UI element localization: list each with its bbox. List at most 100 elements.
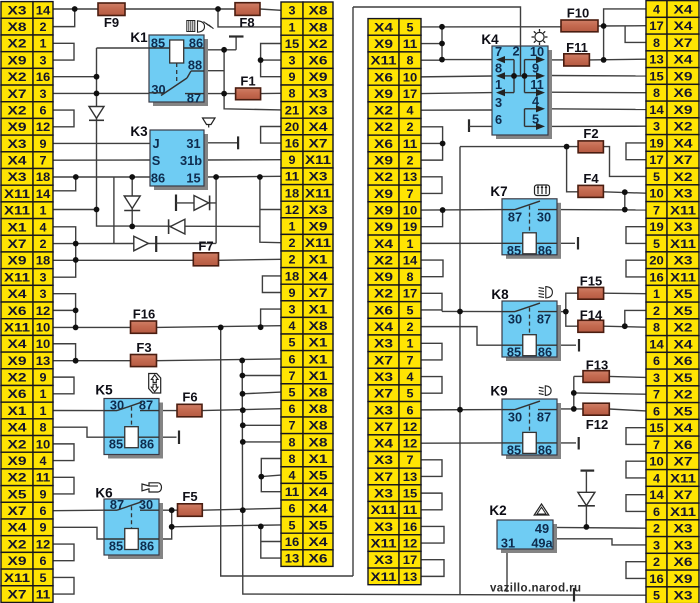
svg-text:X2: X2: [374, 287, 393, 301]
svg-text:F11: F11: [566, 40, 588, 55]
svg-text:X4: X4: [674, 19, 693, 33]
svg-text:86: 86: [189, 36, 203, 51]
svg-text:7: 7: [289, 419, 296, 433]
svg-text:16: 16: [36, 70, 51, 84]
svg-text:X4: X4: [374, 320, 393, 334]
svg-text:X11: X11: [670, 270, 696, 284]
svg-text:13: 13: [649, 53, 664, 67]
svg-text:F6: F6: [182, 390, 197, 405]
svg-text:12: 12: [403, 536, 418, 550]
svg-text:X8: X8: [309, 4, 328, 18]
svg-text:K5: K5: [95, 383, 113, 398]
svg-text:9: 9: [289, 286, 296, 300]
svg-text:X9: X9: [374, 154, 393, 168]
svg-text:9: 9: [289, 153, 296, 167]
svg-text:3: 3: [653, 538, 660, 552]
svg-text:17: 17: [403, 553, 418, 567]
svg-text:X6: X6: [374, 137, 393, 151]
svg-text:X4: X4: [674, 421, 693, 435]
svg-text:X6: X6: [309, 552, 328, 566]
svg-text:16: 16: [403, 520, 418, 534]
svg-text:7: 7: [653, 438, 660, 452]
svg-text:2: 2: [512, 44, 519, 59]
svg-text:18: 18: [36, 170, 51, 184]
svg-text:17: 17: [649, 153, 664, 167]
svg-text:5: 5: [407, 303, 414, 317]
svg-text:87: 87: [139, 397, 153, 412]
svg-text:X1: X1: [309, 303, 328, 317]
svg-text:9: 9: [532, 61, 539, 76]
svg-text:F3: F3: [136, 340, 151, 355]
svg-text:X9: X9: [374, 203, 393, 217]
svg-text:7: 7: [653, 388, 660, 402]
svg-text:86: 86: [538, 243, 552, 258]
svg-text:3: 3: [289, 303, 296, 317]
svg-text:9: 9: [40, 371, 47, 385]
svg-text:6: 6: [40, 504, 47, 518]
svg-text:5: 5: [289, 518, 296, 532]
svg-text:X3: X3: [8, 3, 27, 17]
svg-text:3: 3: [40, 270, 47, 284]
svg-text:X11: X11: [371, 536, 397, 550]
svg-text:X11: X11: [670, 471, 696, 485]
svg-text:X7: X7: [374, 470, 393, 484]
svg-text:vazillo.narod.ru: vazillo.narod.ru: [490, 583, 581, 595]
svg-text:3: 3: [40, 53, 47, 67]
svg-text:S: S: [152, 153, 161, 168]
svg-text:4: 4: [653, 471, 660, 485]
svg-text:X6: X6: [674, 86, 693, 100]
svg-text:X9: X9: [674, 572, 693, 586]
svg-text:16: 16: [649, 572, 664, 586]
svg-text:X9: X9: [374, 87, 393, 101]
svg-text:1: 1: [289, 220, 296, 234]
svg-text:5: 5: [653, 170, 660, 184]
svg-text:X7: X7: [674, 36, 693, 50]
svg-text:X8: X8: [309, 20, 328, 34]
svg-text:3: 3: [495, 95, 502, 110]
svg-text:2: 2: [653, 555, 660, 569]
svg-text:6: 6: [653, 354, 660, 368]
svg-text:31: 31: [186, 136, 200, 151]
svg-text:X11: X11: [4, 270, 30, 284]
svg-text:1: 1: [40, 204, 47, 218]
svg-text:X1: X1: [8, 404, 27, 418]
svg-text:X2: X2: [674, 388, 693, 402]
svg-text:X8: X8: [309, 419, 328, 433]
svg-text:X11: X11: [4, 204, 30, 218]
svg-text:X5: X5: [674, 304, 693, 318]
svg-text:X8: X8: [309, 319, 328, 333]
svg-text:5: 5: [289, 336, 296, 350]
svg-text:X7: X7: [674, 488, 693, 502]
svg-text:85: 85: [151, 36, 165, 51]
svg-text:1: 1: [407, 237, 414, 251]
svg-text:X9: X9: [8, 53, 27, 67]
svg-text:5: 5: [40, 571, 47, 585]
svg-text:86: 86: [151, 171, 165, 186]
svg-text:87: 87: [537, 311, 551, 326]
svg-text:X7: X7: [374, 420, 393, 434]
svg-text:X1: X1: [309, 369, 328, 383]
svg-text:5: 5: [653, 589, 660, 603]
svg-text:X7: X7: [374, 387, 393, 401]
svg-text:87: 87: [187, 91, 201, 106]
svg-text:30: 30: [537, 209, 551, 224]
svg-text:X4: X4: [8, 421, 27, 435]
svg-text:86: 86: [538, 442, 552, 457]
svg-text:X11: X11: [670, 237, 696, 251]
svg-text:X3: X3: [674, 187, 693, 201]
svg-text:X4: X4: [674, 2, 693, 16]
svg-text:X4: X4: [674, 53, 693, 67]
svg-text:X3: X3: [674, 522, 693, 536]
svg-text:X9: X9: [8, 354, 27, 368]
svg-text:7: 7: [407, 453, 414, 467]
svg-text:X1: X1: [309, 352, 328, 366]
svg-text:X11: X11: [4, 571, 30, 585]
svg-text:10: 10: [530, 44, 544, 59]
svg-text:K9: K9: [490, 384, 507, 399]
svg-text:6: 6: [40, 554, 47, 568]
svg-text:7: 7: [653, 203, 660, 217]
svg-text:F1: F1: [240, 74, 255, 89]
svg-text:X11: X11: [371, 570, 397, 584]
svg-text:X2: X2: [8, 471, 27, 485]
svg-text:F9: F9: [104, 15, 119, 30]
